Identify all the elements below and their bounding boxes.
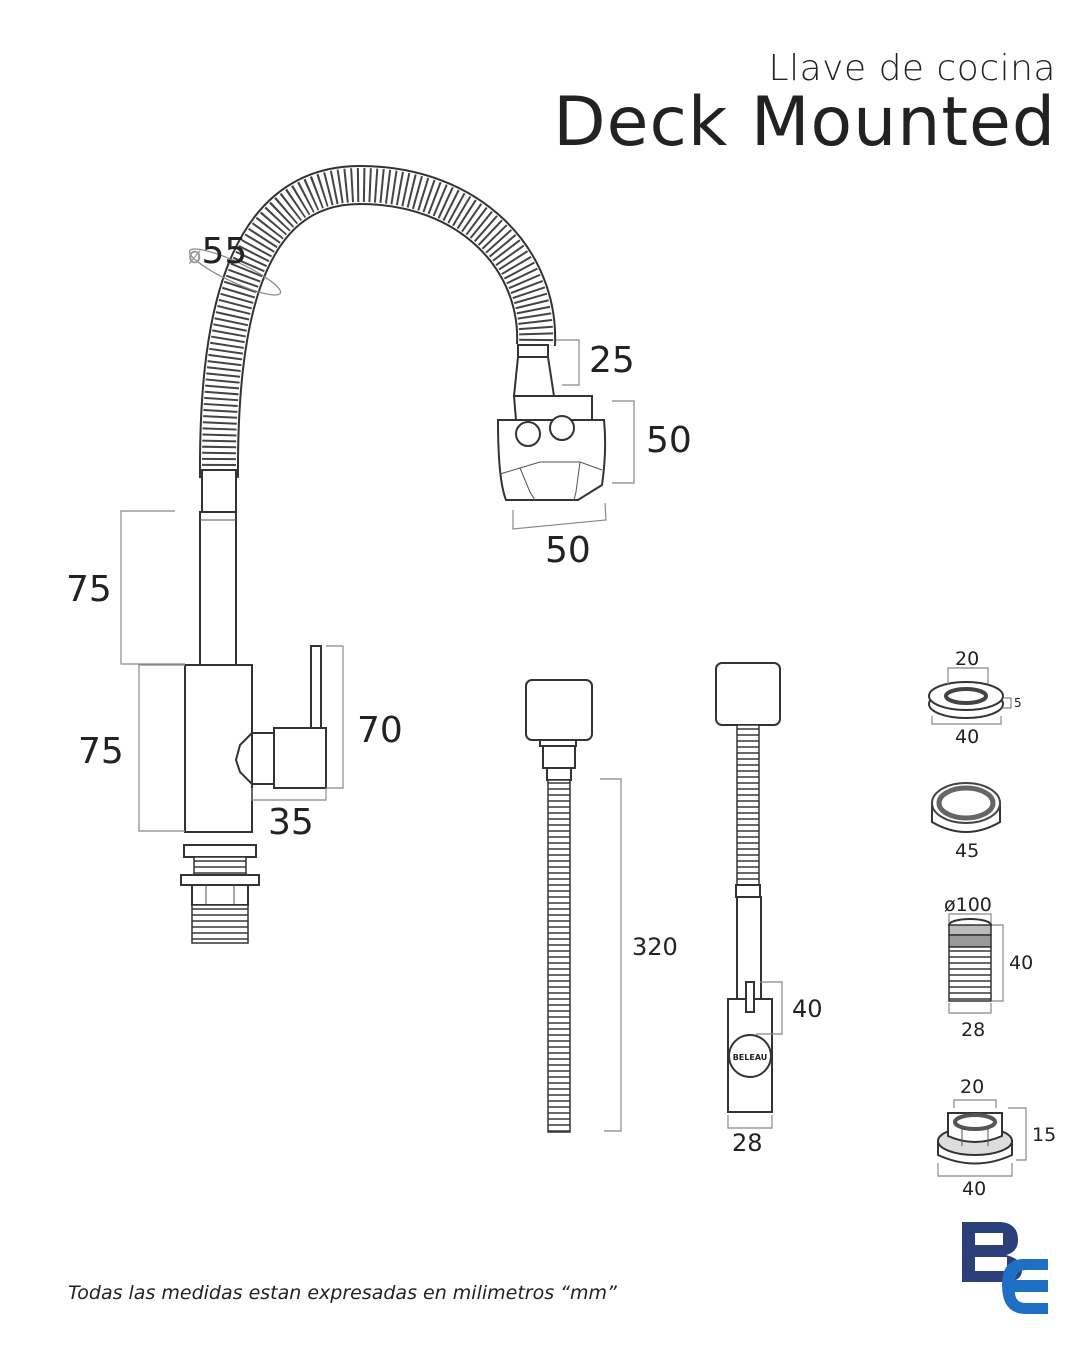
dim-shank-diameter: ø100 (944, 894, 992, 916)
dim-nut-inner: 20 (960, 1076, 984, 1098)
dim-nut-height: 15 (1032, 1124, 1056, 1146)
dim-nut-outer: 40 (962, 1178, 986, 1200)
brand-logo (962, 1222, 1048, 1314)
dim-spout-upper: 75 (66, 569, 112, 610)
dim-body-lower: 75 (78, 731, 124, 772)
main-dimension-lines (120, 248, 635, 832)
thread (193, 856, 247, 876)
page-title: Deck Mounted (553, 83, 1056, 162)
dim-hose-diameter: ø55 (188, 231, 247, 272)
dim-hose-length: 320 (632, 933, 678, 961)
dim-handle-depth: 35 (268, 802, 314, 843)
subtitle: Llave de cocina (768, 48, 1056, 89)
dim-handle-height: 70 (357, 710, 403, 751)
footnote: Todas las medidas estan expresadas en mi… (68, 1282, 617, 1304)
dim-head-height: 50 (646, 420, 692, 461)
dim-washer-thickness: 5 (1014, 696, 1022, 710)
faucet-main-view (180, 164, 607, 944)
faucet-side-view: BELEAU (715, 662, 783, 1129)
hose-detail (525, 679, 622, 1133)
thread (191, 904, 249, 944)
dim-washer-outer: 40 (955, 726, 979, 748)
dim-washer-inner: 20 (955, 648, 979, 670)
dim-shank-width: 28 (961, 1019, 985, 1041)
part-shank (948, 913, 1004, 1014)
dim-side-body-width: 28 (732, 1129, 763, 1157)
dim-head-width: 50 (545, 530, 591, 571)
dim-side-handle: 40 (792, 995, 823, 1023)
part-hex-nut (937, 1099, 1027, 1177)
dim-nozzle-neck: 25 (589, 340, 635, 381)
part-ring (931, 782, 1001, 833)
dim-ring-outer: 45 (955, 840, 979, 862)
part-washer (928, 667, 1012, 725)
dim-shank-height: 40 (1009, 952, 1033, 974)
brand-label: BELEAU (733, 1053, 768, 1062)
